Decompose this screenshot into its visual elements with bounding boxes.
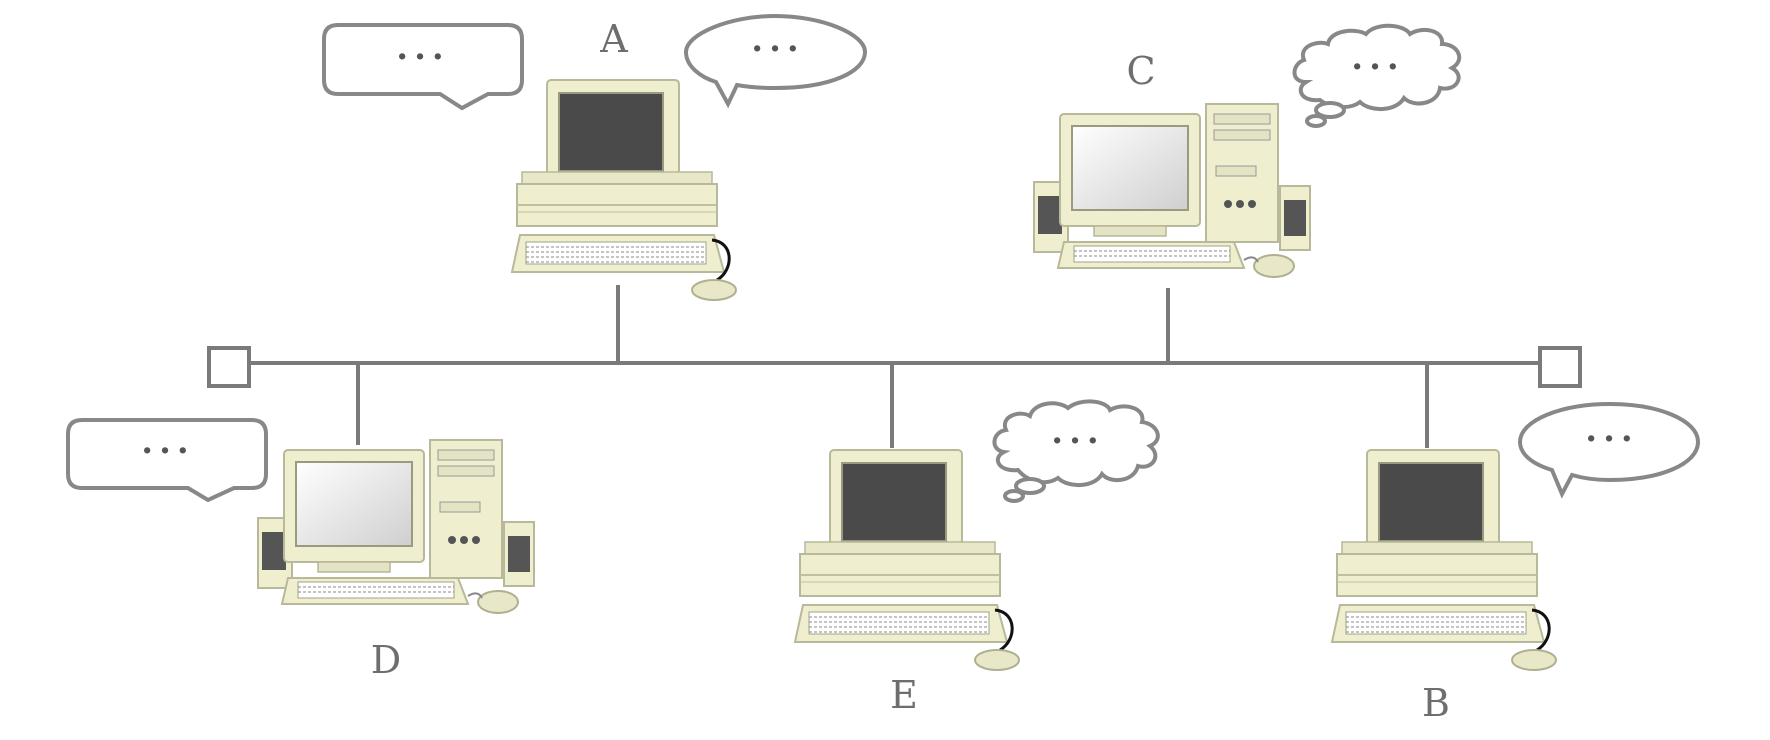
bubble-text-c: ··· — [1351, 47, 1405, 87]
node-c: C ··· — [1033, 23, 1462, 278]
speech-bubble-a-right — [683, 13, 868, 109]
label-c: C — [1126, 49, 1155, 93]
label-a: A — [599, 17, 628, 61]
computer-a-icon — [510, 78, 738, 302]
label-e: E — [890, 673, 918, 717]
bubble-text-a-left: ··· — [396, 37, 450, 77]
network-bus — [207, 285, 1582, 448]
node-b: B ··· — [1330, 401, 1701, 725]
node-a: A ··· ··· — [322, 13, 868, 302]
bus-terminator-right — [1538, 346, 1582, 388]
bubble-text-b: ··· — [1585, 419, 1639, 459]
bus-terminator-left — [207, 346, 251, 388]
thought-bubble-e — [992, 399, 1160, 487]
speech-bubble-d — [66, 418, 268, 503]
bubble-text-d: ··· — [141, 431, 195, 471]
bubble-text-e: ··· — [1051, 421, 1105, 461]
computer-e-icon — [793, 448, 1021, 672]
speech-bubble-b — [1517, 401, 1701, 499]
computer-b-icon — [1330, 448, 1558, 672]
thought-dot-e-2 — [1003, 489, 1025, 503]
thought-dot-e-1 — [1014, 477, 1046, 495]
computer-d-icon — [257, 439, 535, 614]
thought-bubble-c — [1292, 23, 1462, 111]
speech-bubble-a-left — [322, 23, 524, 111]
label-d: D — [371, 638, 401, 682]
label-b: B — [1422, 681, 1450, 725]
node-e: E ··· — [793, 399, 1160, 717]
computer-c-icon — [1033, 103, 1311, 278]
bubble-text-a-right: ··· — [751, 29, 805, 69]
thought-dot-c-2 — [1305, 114, 1327, 128]
node-d: D ··· — [66, 418, 535, 682]
thought-dot-c-1 — [1314, 101, 1346, 119]
